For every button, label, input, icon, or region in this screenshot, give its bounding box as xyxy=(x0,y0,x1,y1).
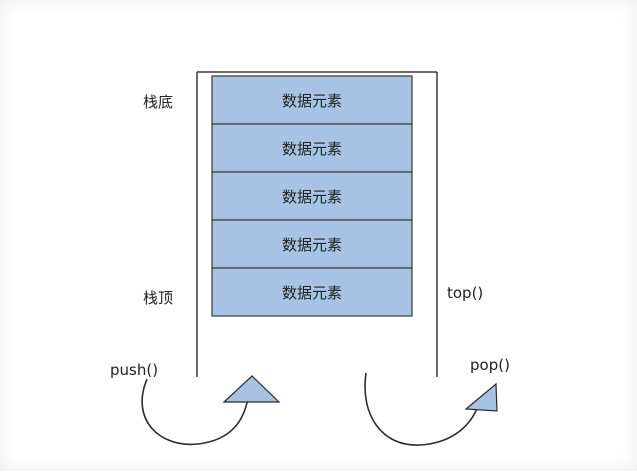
stack-top-label: 栈顶 xyxy=(143,289,173,307)
stack-element-cell xyxy=(211,75,413,125)
top-function-label: top() xyxy=(447,284,483,302)
stack-element-cell xyxy=(211,171,413,221)
push-arrow-curve xyxy=(141,378,249,446)
stack-element-cell xyxy=(211,267,413,317)
pop-arrow-head xyxy=(464,382,498,412)
stack-bottom-label: 栈底 xyxy=(143,93,173,111)
push-arrow-head xyxy=(222,375,281,403)
stack-element-label: 数据元素 xyxy=(282,236,342,254)
stack-element-label: 数据元素 xyxy=(282,92,342,110)
push-function-label: push() xyxy=(110,361,158,379)
pop-arrow-curve xyxy=(364,372,480,446)
stack-element-label: 数据元素 xyxy=(282,284,342,302)
pop-function-label: pop() xyxy=(470,356,510,374)
stack-element-label: 数据元素 xyxy=(282,140,342,158)
stack-element-label: 数据元素 xyxy=(282,188,342,206)
stack-element-cell xyxy=(211,123,413,173)
